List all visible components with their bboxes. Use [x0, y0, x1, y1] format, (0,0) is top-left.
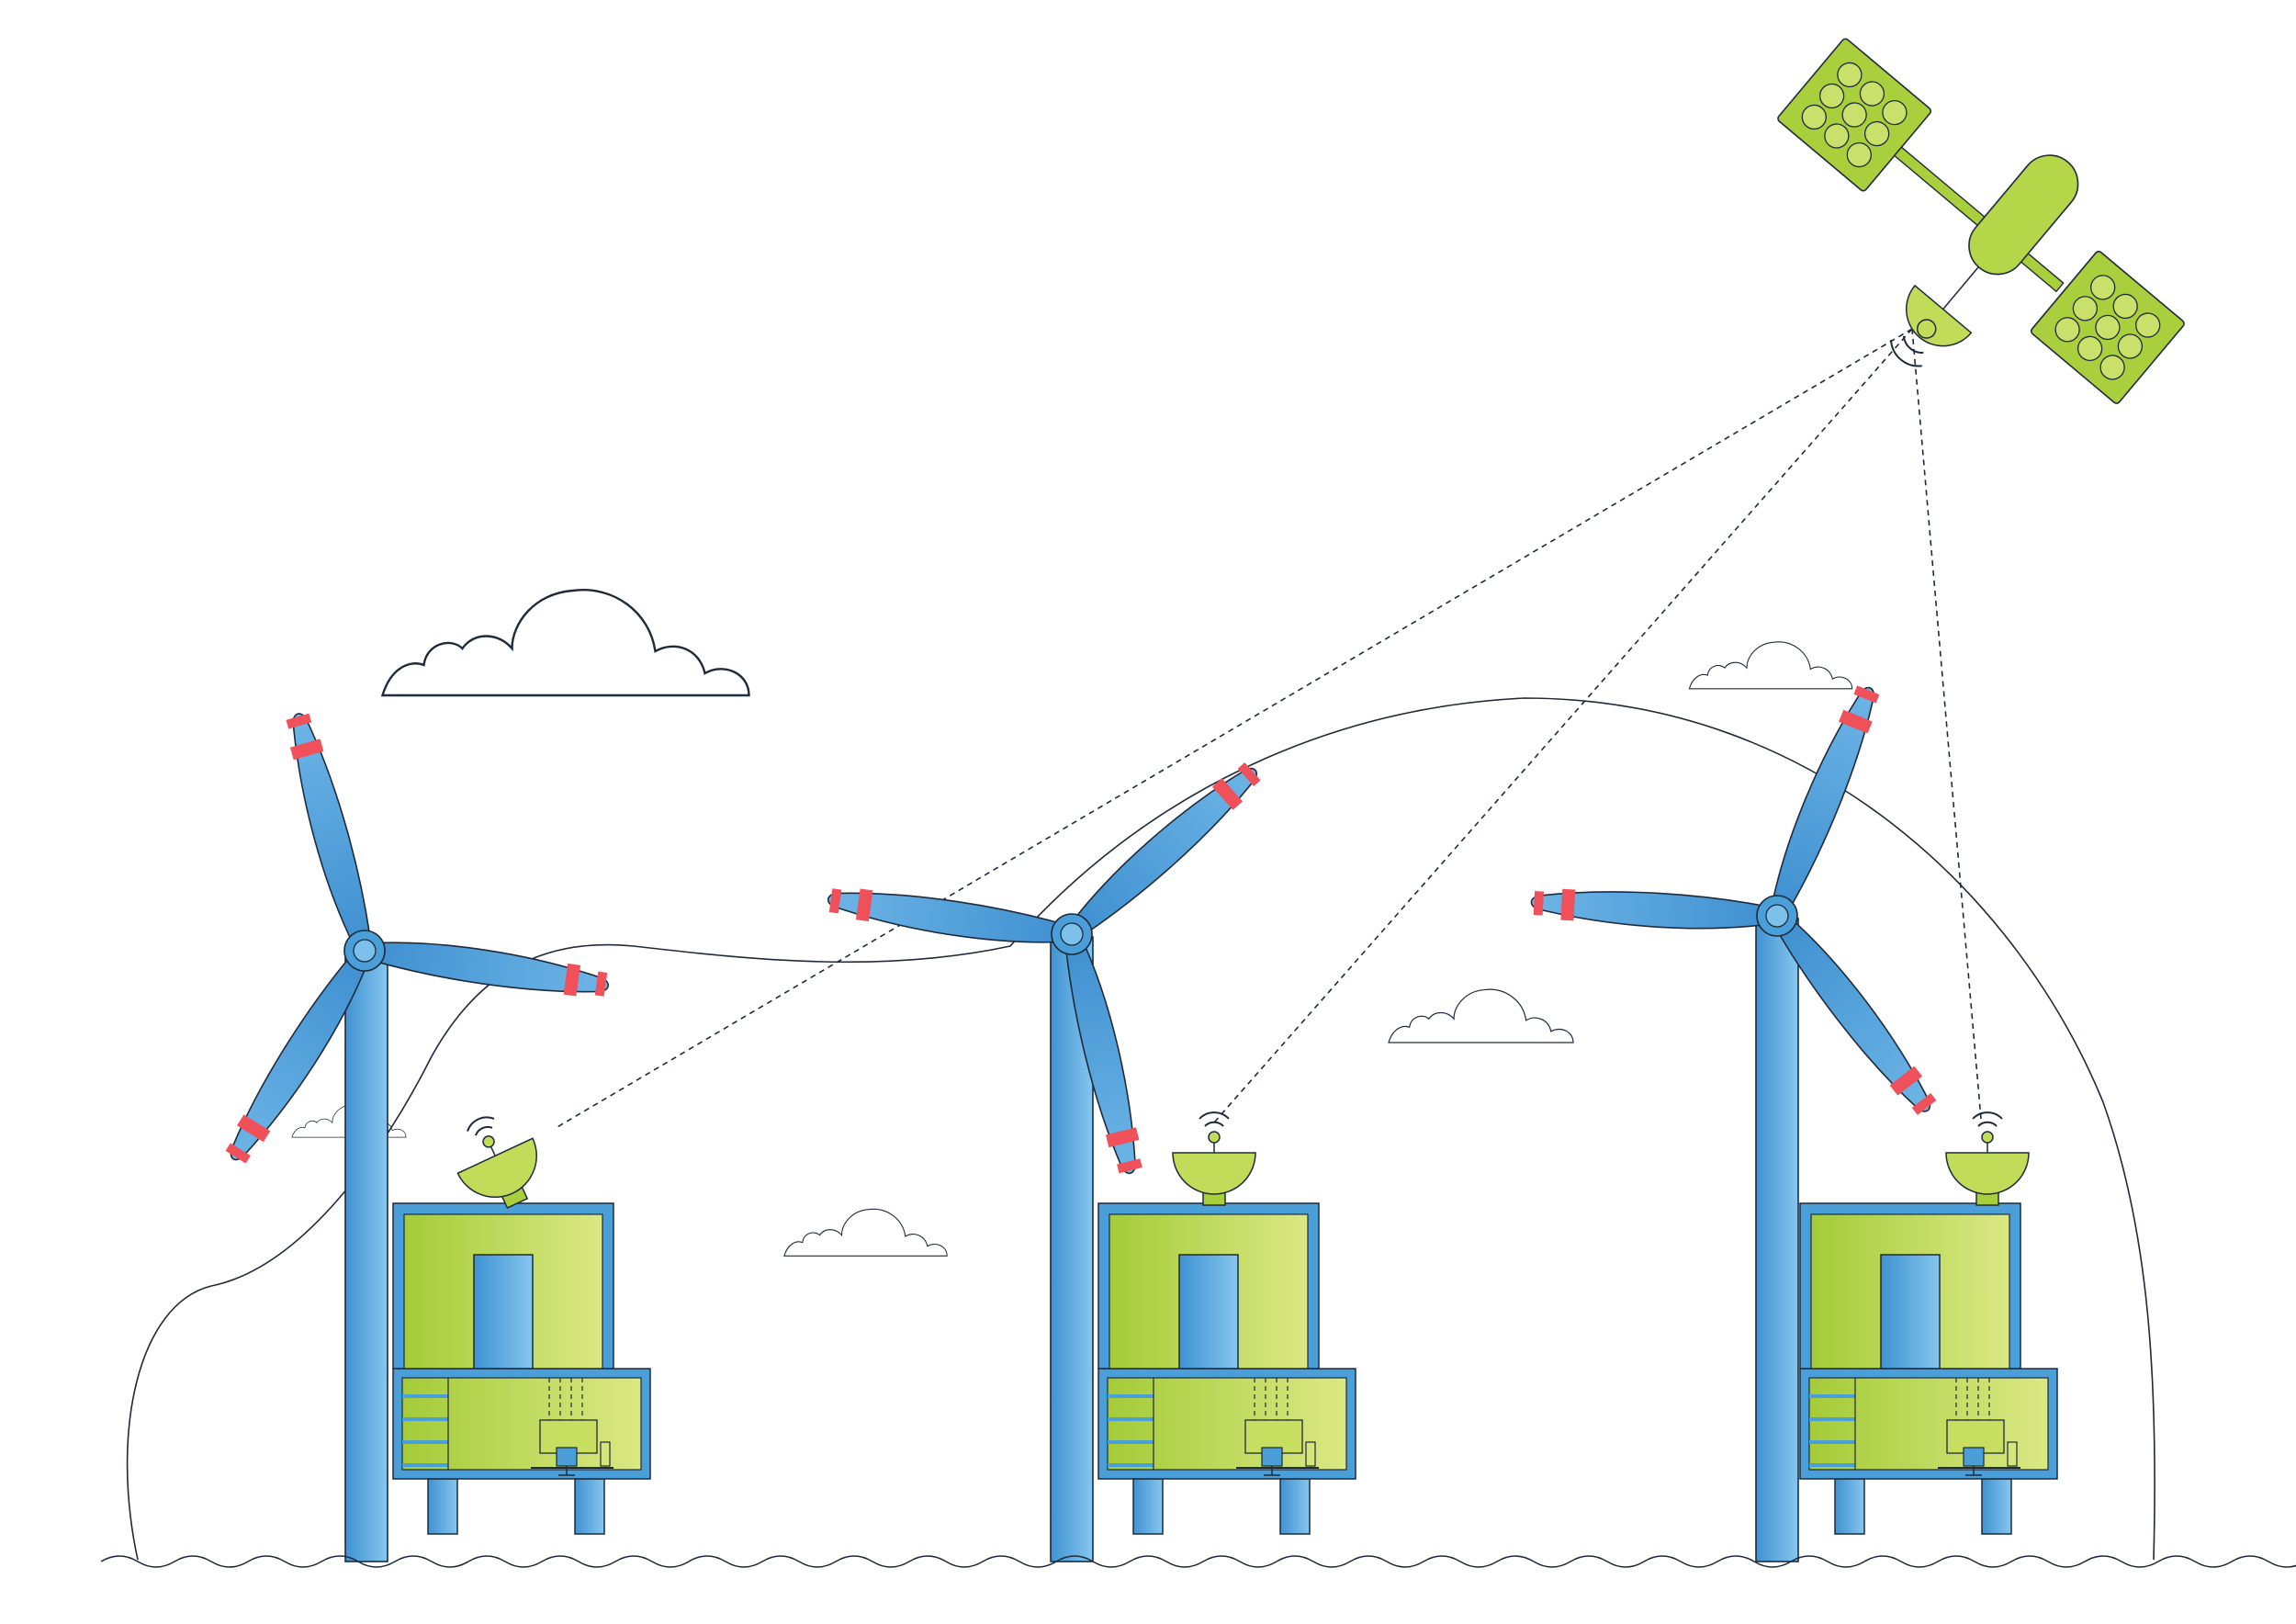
wind-turbine-icon: [825, 755, 1266, 1562]
water-waves: [100, 1555, 2296, 1568]
control-platform-1: [391, 1100, 652, 1536]
satellite-dish-icon: [1945, 1111, 2030, 1206]
control-platform-3: [1798, 1111, 2059, 1536]
control-platform-2: [1097, 1111, 1357, 1536]
wind-turbine-icon: [219, 708, 612, 1562]
signal-links: [555, 328, 1982, 1129]
wind-turbine-icon: [1529, 680, 1943, 1562]
cloud-icon: [783, 1208, 948, 1257]
satellite-icon: [1777, 38, 2185, 404]
cloud-icon: [1688, 641, 1853, 690]
cloud-icon: [381, 588, 750, 697]
cloud-icon: [1388, 988, 1574, 1043]
sky-arcs: [126, 697, 2155, 1561]
satellite-dish-icon: [1172, 1111, 1256, 1206]
